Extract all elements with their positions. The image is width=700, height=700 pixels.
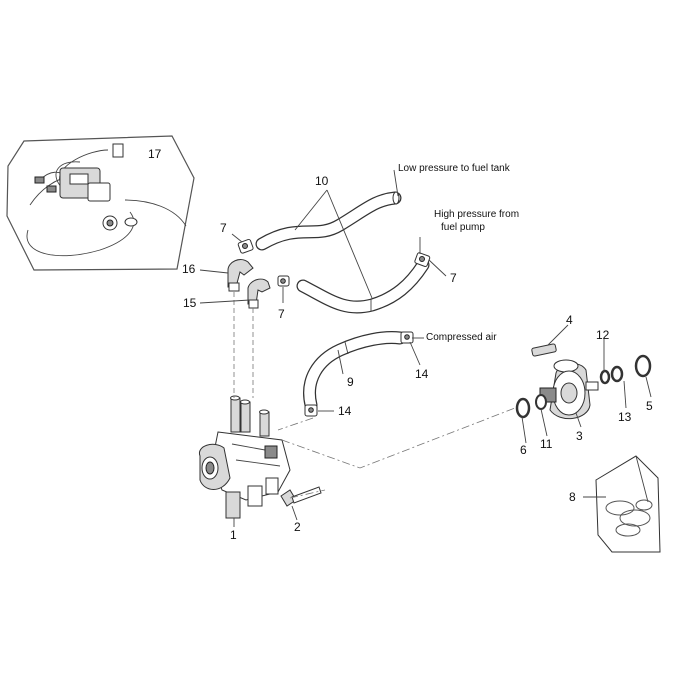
note-high-pressure-line2: fuel pump xyxy=(441,222,485,233)
callout-7-b: 7 xyxy=(278,307,285,321)
callout-12: 12 xyxy=(596,328,610,342)
hose-10-lower xyxy=(296,258,430,314)
o-ring-5 xyxy=(634,354,652,378)
valve-body-1 xyxy=(198,395,291,519)
callout-9: 9 xyxy=(347,375,354,389)
callout-14-a: 14 xyxy=(415,367,429,381)
ring-12 xyxy=(599,369,611,385)
callout-14-b: 14 xyxy=(338,404,352,418)
pump-3 xyxy=(539,359,599,420)
callout-11: 11 xyxy=(540,437,553,451)
callout-3: 3 xyxy=(576,429,583,443)
o-ring-11 xyxy=(535,394,547,410)
clamp-14-a xyxy=(400,331,414,344)
hose-10-upper xyxy=(255,191,402,251)
wiring-harness-inset xyxy=(6,135,195,271)
elbow-fitting-15 xyxy=(247,278,271,309)
callout-15: 15 xyxy=(183,296,197,310)
callout-13: 13 xyxy=(618,410,632,424)
callout-7-a: 7 xyxy=(220,221,227,235)
note-low-pressure: Low pressure to fuel tank xyxy=(398,163,510,174)
note-high-pressure-line1: High pressure from xyxy=(434,209,520,220)
callout-6: 6 xyxy=(520,443,527,457)
o-ring-13 xyxy=(610,365,624,383)
callout-17: 17 xyxy=(148,147,162,161)
seal-4 xyxy=(531,343,557,357)
clamp-7-b xyxy=(277,275,290,287)
callout-2: 2 xyxy=(294,520,301,534)
callout-8: 8 xyxy=(569,490,576,504)
bolt-2 xyxy=(280,486,322,507)
clamp-7-c xyxy=(414,252,431,267)
callout-7-c: 7 xyxy=(450,271,457,285)
elbow-fitting-16 xyxy=(227,259,254,292)
clamp-7-a xyxy=(237,238,254,254)
clamp-14-b xyxy=(304,404,318,417)
callout-16: 16 xyxy=(182,262,196,276)
seal-kit-8 xyxy=(595,455,661,553)
callout-1: 1 xyxy=(230,528,237,542)
callout-4: 4 xyxy=(566,313,573,327)
callout-5: 5 xyxy=(646,399,653,413)
o-ring-6 xyxy=(515,397,531,419)
callout-10: 10 xyxy=(315,174,329,188)
note-compressed-air: Compressed air xyxy=(426,332,497,343)
hose-9 xyxy=(303,331,407,412)
